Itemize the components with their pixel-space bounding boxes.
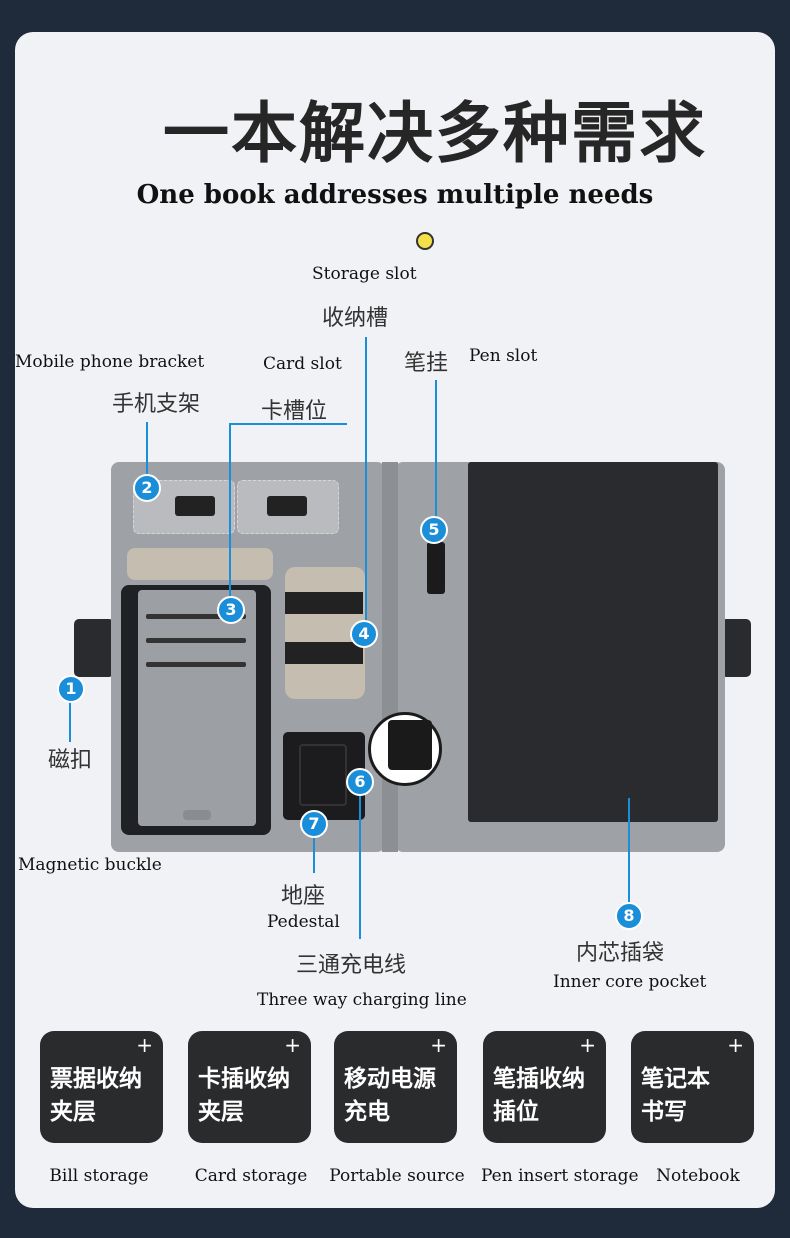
plus-icon: + bbox=[136, 1033, 153, 1057]
badge-1: 1 bbox=[57, 675, 85, 703]
plus-icon: + bbox=[579, 1033, 596, 1057]
feature-card-bill: + 票据收纳 夹层 bbox=[40, 1031, 163, 1143]
badge-3: 3 bbox=[217, 596, 245, 624]
page-title: 一本解决多种需求 bbox=[163, 95, 707, 172]
bracket-slot bbox=[175, 496, 215, 516]
feature-title: 票据收纳 夹层 bbox=[50, 1066, 142, 1125]
elastic-strap bbox=[285, 592, 363, 614]
phone-bracket-label-cn: 手机支架 bbox=[112, 392, 201, 417]
feature-label-bill: Bill storage bbox=[49, 1166, 149, 1186]
callout-line bbox=[146, 422, 148, 478]
callout-line bbox=[628, 798, 630, 904]
magnetic-buckle-label-cn: 磁扣 bbox=[48, 748, 93, 773]
feature-label-notebook: Notebook bbox=[656, 1166, 740, 1186]
inner-pocket-label-cn: 内芯插袋 bbox=[576, 941, 665, 966]
inner-notebook bbox=[468, 462, 718, 822]
right-clasp bbox=[721, 619, 751, 677]
pen-loop bbox=[427, 542, 445, 594]
card-slot-line bbox=[146, 614, 246, 619]
pedestal-label-cn: 地座 bbox=[281, 884, 326, 909]
pedestal-label-en: Pedestal bbox=[267, 912, 340, 932]
callout-line bbox=[313, 837, 315, 873]
phone-bracket-label-en: Mobile phone bracket bbox=[15, 352, 205, 372]
feature-card-notebook: + 笔记本 书写 bbox=[631, 1031, 754, 1143]
page-subtitle: One book addresses multiple needs bbox=[136, 180, 654, 210]
badge-5: 5 bbox=[420, 516, 448, 544]
plus-icon: + bbox=[430, 1033, 447, 1057]
charging-connector bbox=[388, 720, 432, 770]
elastic-strap bbox=[285, 642, 363, 664]
card-slot-label-cn: 卡槽位 bbox=[261, 399, 328, 424]
product-card: 一本解决多种需求 One book addresses multiple nee… bbox=[15, 32, 775, 1208]
pedestal-screen bbox=[299, 744, 347, 806]
feature-title: 笔记本 书写 bbox=[641, 1066, 710, 1125]
pen-slot-label-cn: 笔挂 bbox=[404, 351, 449, 376]
feature-title: 卡插收纳 夹层 bbox=[198, 1066, 290, 1125]
card-slot-line bbox=[146, 662, 246, 667]
feature-card-power: + 移动电源 充电 bbox=[334, 1031, 457, 1143]
folio-spine bbox=[382, 462, 398, 852]
feature-label-power: Portable source bbox=[329, 1166, 465, 1186]
feature-card-card: + 卡插收纳 夹层 bbox=[188, 1031, 311, 1143]
badge-6: 6 bbox=[346, 768, 374, 796]
callout-line bbox=[229, 423, 231, 603]
badge-8: 8 bbox=[615, 902, 643, 930]
callout-line bbox=[435, 380, 437, 520]
feature-title: 移动电源 充电 bbox=[344, 1066, 436, 1125]
plus-icon: + bbox=[284, 1033, 301, 1057]
beige-pocket bbox=[127, 548, 273, 580]
bracket-slot bbox=[267, 496, 307, 516]
card-slots bbox=[138, 590, 256, 826]
callout-line bbox=[359, 792, 361, 939]
callout-line bbox=[69, 702, 71, 742]
storage-slot-label-en: Storage slot bbox=[312, 264, 417, 284]
callout-line bbox=[365, 337, 367, 627]
feature-title: 笔插收纳 插位 bbox=[493, 1066, 585, 1125]
feature-label-pen: Pen insert storage bbox=[481, 1166, 639, 1186]
feature-card-pen: + 笔插收纳 插位 bbox=[483, 1031, 606, 1143]
callout-line bbox=[229, 423, 347, 425]
phone-tab bbox=[183, 810, 211, 820]
badge-2: 2 bbox=[133, 474, 161, 502]
charging-line-label-en: Three way charging line bbox=[257, 990, 467, 1010]
yellow-dot-icon bbox=[416, 232, 434, 250]
badge-7: 7 bbox=[300, 810, 328, 838]
charging-line-label-cn: 三通充电线 bbox=[296, 953, 407, 978]
card-slot-line bbox=[146, 638, 246, 643]
storage-slot-label-cn: 收纳槽 bbox=[322, 306, 389, 331]
pen-slot-label-en: Pen slot bbox=[469, 346, 538, 366]
badge-4: 4 bbox=[350, 620, 378, 648]
feature-label-card: Card storage bbox=[194, 1166, 308, 1186]
inner-core-pocket bbox=[468, 822, 718, 847]
plus-icon: + bbox=[727, 1033, 744, 1057]
card-slot-label-en: Card slot bbox=[263, 354, 342, 374]
magnetic-buckle-label-en: Magnetic buckle bbox=[18, 855, 162, 875]
inner-pocket-label-en: Inner core pocket bbox=[553, 972, 707, 992]
left-clasp bbox=[74, 619, 114, 677]
